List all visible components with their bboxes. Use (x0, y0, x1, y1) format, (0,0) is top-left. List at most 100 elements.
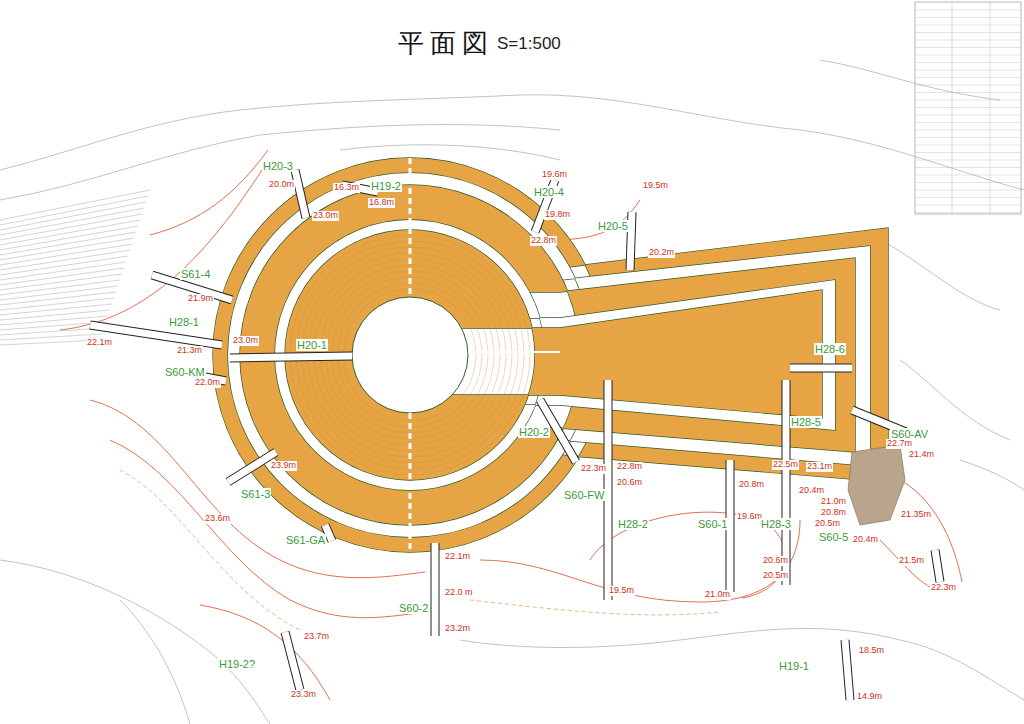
terrain-contour (340, 145, 560, 160)
elevation-label: 23.3m (290, 690, 317, 700)
elevation-contour (880, 540, 935, 590)
slope-hatch (0, 292, 116, 305)
elevation-label: 23.6m (204, 514, 231, 524)
trench (432, 543, 439, 636)
mound-band-outline (275, 220, 835, 490)
scale-note: S=1:500 (497, 35, 561, 54)
table-rule (915, 40, 1021, 41)
trench (295, 170, 306, 218)
trench-outline (285, 632, 300, 690)
table-rule (915, 145, 1021, 146)
elevation-label: 22.0 m (444, 588, 474, 598)
terrain-contour (0, 560, 270, 724)
mound-contour (338, 283, 482, 427)
elevation-label: 22.1m (86, 338, 113, 348)
trench-name: H28-3 (760, 518, 792, 530)
elevation-label: 23.9m (270, 461, 297, 471)
trench (230, 356, 352, 358)
mound-band (285, 230, 822, 480)
elevation-label: 23.7m (303, 632, 330, 642)
coordinate-table (915, 2, 1021, 214)
table-rule (915, 100, 1021, 101)
table-rule (952, 2, 953, 214)
trench (935, 550, 940, 582)
trench-name: S61-3 (240, 488, 271, 500)
trench-name: S60-5 (818, 531, 849, 543)
trench (605, 380, 612, 600)
slope-hatch (0, 214, 142, 240)
table-rule (915, 70, 1021, 71)
slope-hatch (0, 244, 132, 265)
mound-contour (332, 277, 488, 433)
elevation-label: 20.0m (268, 180, 295, 190)
elevation-label: 19.6m (541, 170, 568, 180)
table-rule (915, 182, 1021, 183)
slope-hatch (0, 340, 100, 345)
elevation-contour (200, 605, 330, 700)
trench (228, 452, 276, 482)
slope-hatch (0, 286, 118, 300)
trench-name: H28-1 (168, 316, 200, 328)
trench-name: H19-1 (778, 660, 810, 672)
elevation-label: 21.0m (704, 590, 731, 600)
disturbed-area (848, 445, 905, 525)
elevation-label: 16.8m (368, 198, 395, 208)
trench-name: S60-KM (164, 366, 206, 378)
elevation-label: 23.0m (232, 336, 259, 346)
trench-name: H20-1 (296, 339, 328, 351)
elevation-label: 18.5m (858, 646, 885, 656)
elevation-label: 22.7m (886, 439, 913, 449)
slope-hatch (0, 208, 144, 235)
elevation-label: 19.8m (544, 210, 571, 220)
trench-outline (630, 212, 632, 270)
terrain-contour (460, 628, 1024, 700)
elevation-label: 23.1m (806, 462, 833, 472)
trench-outline (431, 543, 440, 636)
trench (845, 640, 850, 700)
slope-hatch (0, 304, 112, 315)
axis-line (468, 351, 560, 353)
trench-name: H20-5 (597, 220, 629, 232)
slope-hatch (0, 202, 146, 230)
trench-name: H19-2 (370, 180, 402, 192)
table-rule (915, 92, 1021, 93)
mound-band-outline (285, 230, 822, 480)
elevation-label: 22.0m (194, 378, 221, 388)
terrain-contour (820, 60, 1000, 100)
table-rule (915, 77, 1021, 78)
trench (783, 380, 790, 585)
slope-hatch (0, 328, 104, 335)
trench (285, 632, 300, 690)
slope-hatch (0, 310, 110, 320)
table-rule (915, 212, 1021, 213)
elevation-label: 22.3m (930, 583, 957, 593)
trench-name: H20-4 (533, 186, 565, 198)
elevation-contour (590, 512, 785, 598)
table-rule (915, 160, 1021, 161)
elevation-label: 21.35m (900, 510, 932, 520)
trench (790, 365, 852, 372)
elevation-label: 22.3m (580, 464, 607, 474)
plan-title: 平面図 (398, 26, 494, 61)
trench-name: H20-3 (262, 160, 294, 172)
elevation-label: 20.8m (738, 480, 765, 490)
mound-band (275, 220, 835, 490)
trench-outline (790, 364, 852, 373)
trench-name: H28-2 (617, 518, 649, 530)
terrain-contour (960, 460, 1024, 490)
trench-outline (935, 550, 940, 582)
slope-hatch (0, 256, 128, 275)
terrain-contour (0, 95, 1024, 190)
table-rule (915, 115, 1021, 116)
elevation-label: 19.5m (642, 181, 669, 191)
trench-outline (295, 170, 306, 218)
slope-hatch (0, 262, 126, 280)
elevation-label: 22.8m (530, 236, 557, 246)
trench (630, 212, 632, 270)
slope-hatch (0, 232, 136, 255)
elevation-label: 20.4m (798, 486, 825, 496)
elevation-label: 20.8m (820, 508, 847, 518)
elevation-label: 22.1m (444, 552, 471, 562)
mound-contour (344, 289, 476, 421)
